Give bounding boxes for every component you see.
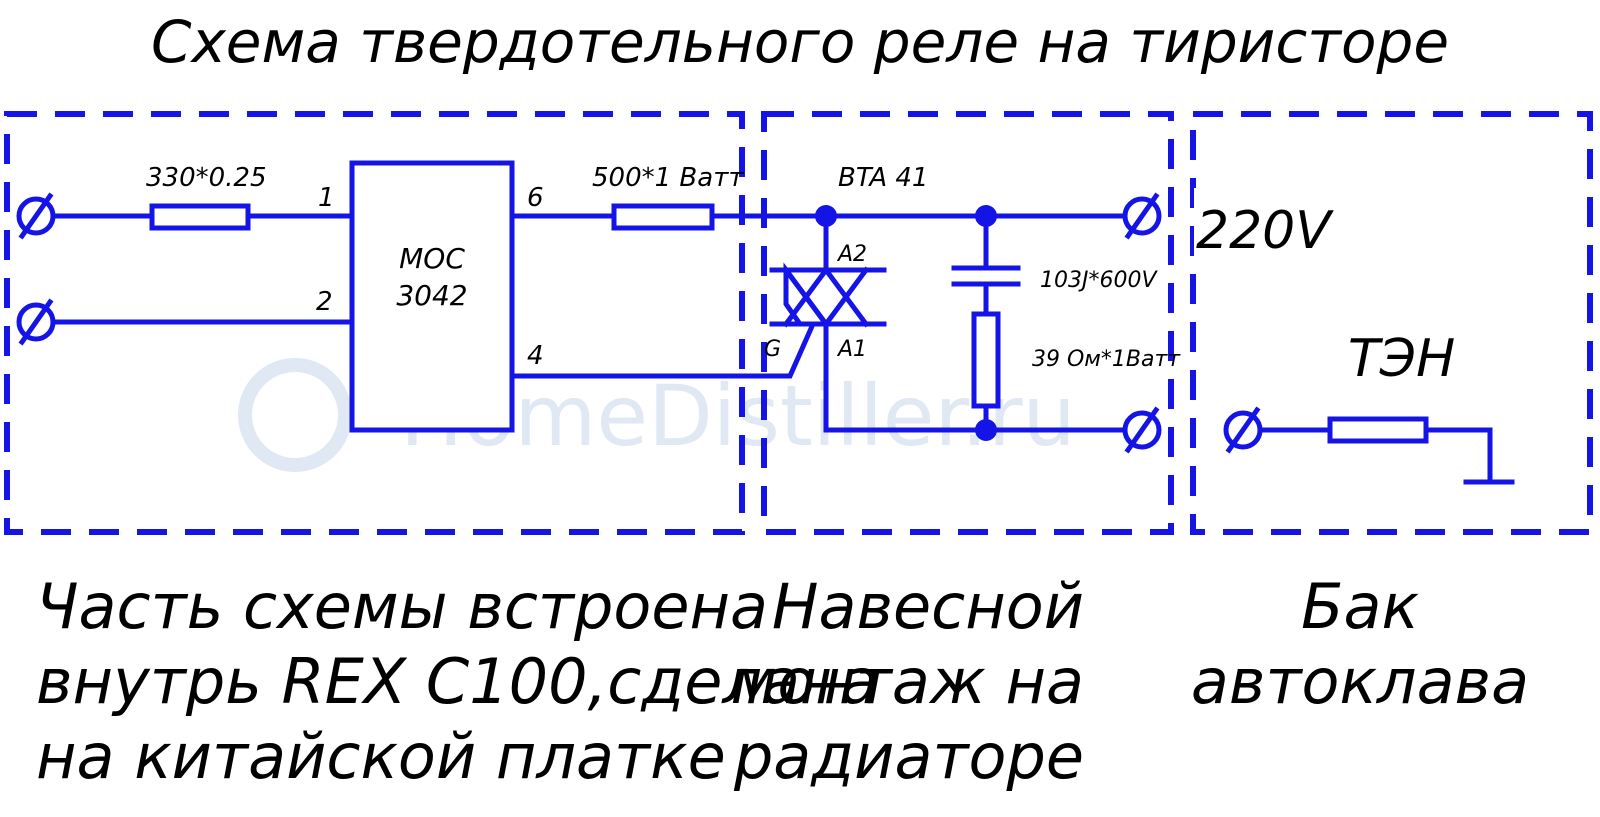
capacitor-label: 103J*600V [1040,268,1158,293]
caption-right-line2: автоклава [1191,645,1529,718]
caption-middle: Навесной монтаж на радиаторе [731,570,1084,793]
caption-right-line1: Бак [1301,570,1420,643]
output-terminal-2 [1122,406,1162,454]
optocoupler-label-line2: 3042 [396,279,467,312]
opto-pin-6: 6 [527,183,544,213]
caption-left-line3: на китайской платке [36,720,726,793]
wire-heater-ground [1423,427,1493,483]
triac-pin-g: G [764,337,781,362]
triac-label: BTA 41 [838,163,928,193]
caption-right: Бак автоклава [1191,570,1529,718]
wire-pin4-gate [509,320,817,379]
optocoupler-chip [349,160,515,433]
resistor-snubber-label: 39 Ом*1Ватт [1032,347,1181,372]
voltage-label-bg [1194,188,1344,258]
caption-middle-line2: монтаж на [731,645,1084,718]
heater-label: ТЭН [1348,329,1455,389]
caption-middle-line1: Навесной [772,570,1084,643]
output-terminal-1 [1122,192,1162,240]
heater-element [1327,416,1429,444]
resistor-snubber [971,311,1001,409]
caption-left: Часть схемы встроена внутрь REX C100,сде… [36,570,879,793]
zone-autoclave-tank [1190,111,1593,535]
diagram-title: Схема твердотельного реле на тиристоре [151,8,1449,76]
opto-pin-4: 4 [527,341,544,371]
triac-symbol [769,262,887,328]
caption-left-line1: Часть схемы встроена [36,570,768,643]
watermark-logo-icon [238,358,352,472]
heater-terminal [1223,406,1263,454]
caption-middle-line3: радиаторе [733,720,1084,793]
triac-pin-a1: A1 [836,337,867,362]
resistor-input [149,203,251,231]
zone-heatsink-mount [761,111,1174,535]
caption-left-line2: внутрь REX C100,сделана [36,645,879,718]
resistor-gate-label: 500*1 Ватт [592,163,744,193]
resistor-gate [611,203,715,231]
triac-pin-a2: A2 [836,242,867,267]
input-terminal-1 [16,192,56,240]
opto-pin-1: 1 [318,183,335,213]
voltage-label: 220V [1196,201,1334,261]
resistor-input-label: 330*0.25 [146,163,267,193]
input-terminal-2 [16,298,56,346]
opto-pin-2: 2 [316,287,333,317]
optocoupler-label-line1: MOC [399,242,465,275]
